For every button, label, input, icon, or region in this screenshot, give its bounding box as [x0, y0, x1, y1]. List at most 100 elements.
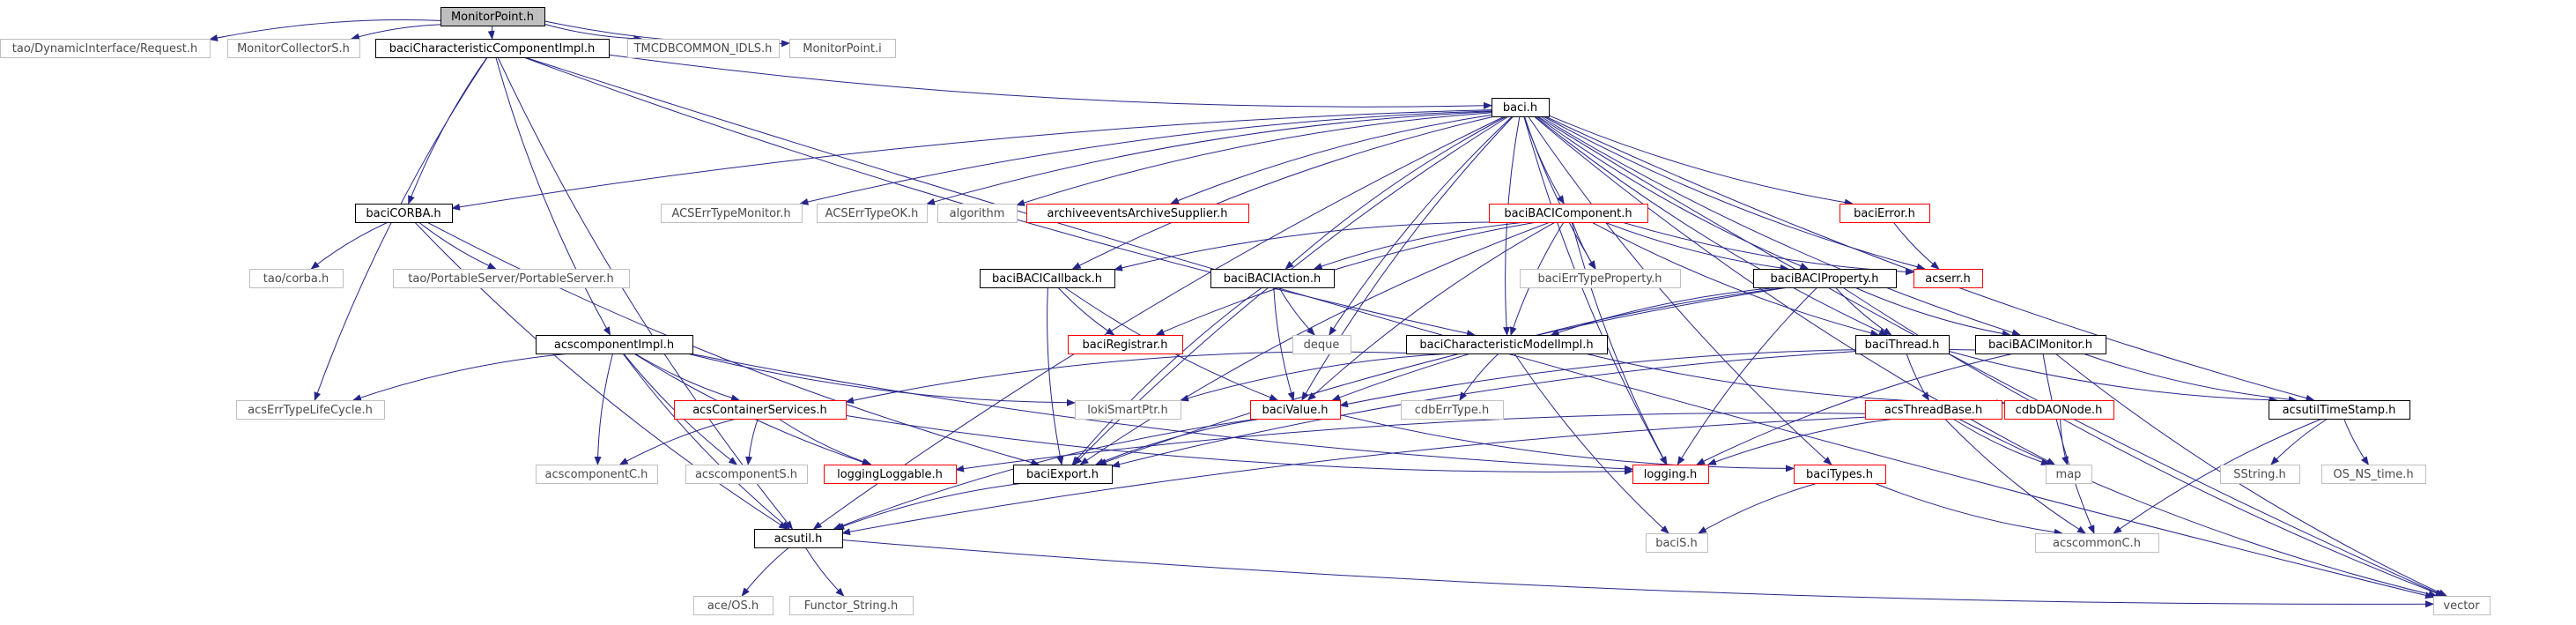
- edge-baci_h-to-bacitypes: [1528, 115, 1832, 465]
- edge-bacierror-to-acserr: [1892, 221, 1940, 270]
- edge-bacicharcompimpl-to-bacicharmodelimpl: [523, 56, 1476, 338]
- edge-bacibacicomponent-to-logging_h: [1571, 221, 1668, 465]
- node-label-bacithread: baciThread.h: [1865, 339, 1940, 352]
- node-label-taocorba: tao/corba.h: [263, 272, 329, 286]
- node-acsthreadbase[interactable]: acsThreadBase.h: [1865, 400, 2002, 420]
- edge-monitorpoint_h-to-tao_request: [209, 19, 441, 41]
- node-bacibacimonitor[interactable]: baciBACIMonitor.h: [1975, 335, 2106, 354]
- edge-baci_h-to-bacivalue: [1301, 115, 1514, 401]
- node-tao_request: tao/DynamicInterface/Request.h: [0, 39, 211, 58]
- node-acsutil_h[interactable]: acsutil.h: [754, 529, 843, 548]
- edge-baci_h-to-acserr: [1543, 115, 1926, 271]
- node-box-lokismartptr: [1075, 400, 1181, 420]
- node-box-acscommonC: [2035, 533, 2159, 553]
- edge-baci_h-to-acserrtypeproperty: [1523, 115, 1596, 270]
- node-label-taoportable: tao/PortableServer/PortableServer.h: [408, 272, 613, 286]
- node-bacibaciproperty[interactable]: baciBACIProperty.h: [1753, 269, 1897, 288]
- node-label-cdberrtype: cdbErrType.h: [1415, 404, 1490, 417]
- edge-baci_h-to-vector: [1537, 115, 2446, 597]
- node-box-bacivalue: [1250, 400, 1341, 420]
- edge-bacibacimonitor-to-acscommonC: [2042, 353, 2095, 534]
- node-box-bacitypes: [1794, 465, 1886, 484]
- node-label-acserrtypemonitor: ACSErrTypeMonitor.h: [671, 207, 790, 220]
- node-box-deque: [1292, 335, 1351, 354]
- node-box-monitorcollectorS: [227, 39, 360, 58]
- node-acserrtypemonitor: ACSErrTypeMonitor.h: [661, 204, 803, 223]
- node-acserrtypeok: ACSErrTypeOK.h: [817, 204, 928, 223]
- node-acsutiltimestamp[interactable]: acsutilTimeStamp.h: [2269, 400, 2410, 420]
- node-label-bacibaciproperty: baciBACIProperty.h: [1771, 272, 1879, 286]
- edge-bacivalue-to-baciexport: [1095, 418, 1262, 465]
- edge-acscomponentimpl-to-acserrtypelifecycle: [352, 353, 572, 401]
- node-cdbdaonode[interactable]: cdbDAONode.h: [2004, 400, 2114, 420]
- node-label-deque: deque: [1304, 339, 1340, 352]
- node-acscomponentimpl[interactable]: acscomponentImpl.h: [536, 335, 693, 354]
- node-box-acserr: [1913, 269, 1983, 288]
- node-label-acscontainerservices: acsContainerServices.h: [692, 404, 827, 417]
- edge-acscontainerservices-to-loggingloggable: [778, 418, 872, 465]
- edge-baci_h-to-logging_h: [1523, 115, 1668, 465]
- edge-bacibacicomponent-to-acserr: [1622, 221, 1914, 276]
- edge-baci_h-to-acsutil_h: [812, 115, 1506, 530]
- edge-bacibaciproperty-to-bacivalue: [1331, 286, 1788, 401]
- node-baciexport[interactable]: baciExport.h: [1013, 465, 1113, 484]
- node-baciregistrar[interactable]: baciRegistrar.h: [1068, 335, 1183, 354]
- edge-bacibaciaction-to-deque: [1278, 286, 1315, 336]
- edge-acscomponentimpl-to-acscontainerservices: [634, 353, 740, 402]
- node-box-acserrtypeproperty: [1520, 269, 1681, 288]
- node-box-taocorba: [249, 269, 344, 288]
- node-algorithm: algorithm: [937, 204, 1018, 223]
- node-box-bacibaciaction: [1210, 269, 1335, 288]
- node-archiveevents[interactable]: archiveeventsArchiveSupplier.h: [1026, 204, 1249, 223]
- node-loggingloggable[interactable]: loggingLoggable.h: [824, 465, 957, 484]
- node-box-bacierror: [1839, 204, 1930, 223]
- node-label-ace_os: ace/OS.h: [707, 599, 759, 613]
- node-baci_h[interactable]: baci.h: [1492, 98, 1550, 117]
- node-logging_h[interactable]: logging.h: [1632, 465, 1709, 484]
- node-label-tao_request: tao/DynamicInterface/Request.h: [12, 42, 198, 56]
- node-box-monitorpoint_i: [789, 39, 896, 58]
- edge-bacibaciproperty-to-bacibacimonitor: [1854, 286, 2011, 338]
- node-acscontainerservices[interactable]: acsContainerServices.h: [674, 400, 847, 420]
- edge-bacicharmodelimpl-to-bacis: [1514, 353, 1669, 534]
- node-box-map: [2046, 465, 2092, 484]
- node-functor_string: Functor_String.h: [789, 596, 914, 615]
- node-box-baci_h: [1492, 98, 1550, 117]
- node-bacibacicallback[interactable]: baciBACICallback.h: [980, 269, 1115, 288]
- node-box-bacicharcompimpl: [375, 39, 610, 58]
- edge-bacibacicomponent-to-bacivalue: [1307, 221, 1556, 401]
- node-label-acserrtypeok: ACSErrTypeOK.h: [825, 207, 919, 220]
- edge-acscomponentimpl-to-lokismartptr: [686, 353, 1076, 406]
- node-bacivalue[interactable]: baciValue.h: [1250, 400, 1341, 420]
- node-label-acsutiltimestamp: acsutilTimeStamp.h: [2283, 404, 2396, 417]
- edge-acsutiltimestamp-to-acscommonC: [2113, 418, 2323, 534]
- node-bacithread[interactable]: baciThread.h: [1855, 335, 1950, 354]
- node-label-monitorpoint_h: MonitorPoint.h: [451, 11, 534, 24]
- node-cdberrtype: cdbErrType.h: [1401, 400, 1504, 420]
- edge-bacibaciproperty-to-bacithread: [1834, 286, 1892, 336]
- node-bacitypes[interactable]: baciTypes.h: [1794, 465, 1886, 484]
- node-bacicharcompimpl[interactable]: baciCharacteristicComponentImpl.h: [375, 39, 610, 58]
- node-box-archiveevents: [1026, 204, 1249, 223]
- node-label-monitorcollectorS: MonitorCollectorS.h: [237, 42, 350, 56]
- node-bacierror[interactable]: baciError.h: [1839, 204, 1930, 223]
- node-label-acscomponentS: acscomponentS.h: [695, 468, 797, 481]
- node-box-acserrtypelifecycle: [236, 400, 385, 420]
- node-label-bacibaciaction: baciBACIAction.h: [1224, 272, 1321, 286]
- edge-acsutil_h-to-ace_os: [741, 547, 790, 597]
- node-acserr[interactable]: acserr.h: [1913, 269, 1983, 288]
- node-bacibaciaction[interactable]: baciBACIAction.h: [1210, 269, 1335, 288]
- node-baciCORBA[interactable]: baciCORBA.h: [355, 204, 453, 223]
- node-box-vector: [2433, 596, 2491, 615]
- edge-bacicharcompimpl-to-acserrtypelifecycle: [314, 56, 488, 401]
- node-label-bacibacicallback: baciBACICallback.h: [992, 272, 1102, 286]
- node-monitorpoint_h[interactable]: MonitorPoint.h: [440, 7, 545, 26]
- node-bacibacicomponent[interactable]: baciBACIComponent.h: [1489, 204, 1648, 223]
- node-label-baci_h: baci.h: [1503, 101, 1537, 115]
- edge-baci_h-to-acsutiltimestamp: [1544, 115, 2315, 402]
- node-label-algorithm: algorithm: [950, 207, 1005, 220]
- edge-acsthreadbase-to-loggingloggable: [955, 412, 1866, 472]
- node-bacicharmodelimpl[interactable]: baciCharacteristicModelImpl.h: [1406, 335, 1608, 354]
